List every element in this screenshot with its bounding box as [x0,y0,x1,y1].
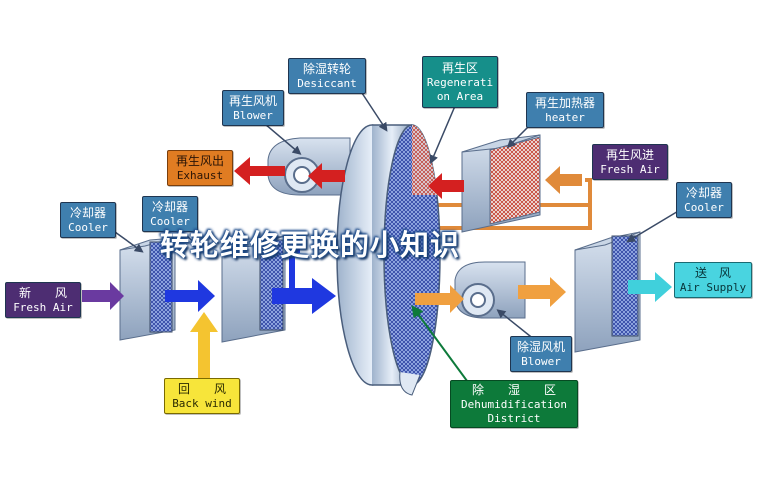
cooler-label-3-en: Cooler [684,200,724,214]
hot-air-arrow [428,173,464,199]
dry-air-arrow-2 [518,277,566,307]
process-air-riser [289,247,300,288]
regeneration-heater-label-en: heater [545,110,585,124]
regeneration-blower-label-cn: 再生风机 [228,93,277,108]
leader-lines [114,89,681,386]
airflow-arrows [82,157,672,378]
dehumidification-blower-label-en: Blower [521,354,561,368]
regeneration-blower-label-en: Blower [233,108,273,122]
regeneration-fresh-air-label: 再生风进 Fresh Air [592,144,668,180]
dry-air-arrow-1 [415,285,464,313]
desiccant-label: 除湿转轮 Desiccant [288,58,366,94]
cooler-unit-3 [574,231,641,353]
cooler-label-2-cn: 冷却器 [151,199,188,214]
regeneration-heater-unit [461,134,541,233]
desiccant-label-cn: 除湿转轮 [302,61,351,76]
fresh-air-label-en: Fresh Air [13,300,73,314]
air-supply-arrow [628,272,672,302]
back-wind-arrow [190,312,218,378]
cooler-unit-2 [221,235,286,343]
regeneration-area-label-en-1: Regenerati [426,75,494,89]
exhaust-arrow [234,157,285,185]
cooler-label-3: 冷却器 Cooler [676,182,732,218]
air-supply-label: 送 风 Air Supply [674,262,752,298]
cooler-label-1-cn: 冷却器 [69,205,106,220]
dehumidification-district-label-en-1: Dehumidification [461,397,567,411]
regeneration-area-label: 再生区 Regenerati on Area [422,56,498,108]
regeneration-exhaust-label-en: Exhaust [176,168,224,182]
cooler-label-2: 冷却器 Cooler [142,196,198,232]
dehumidification-blower-label: 除湿风机 Blower [510,336,572,372]
regeneration-heater-label-cn: 再生加热器 [534,95,595,110]
regeneration-exhaust-label: 再生风出 Exhaust [167,150,233,186]
fresh-air-arrow [82,282,124,310]
fresh-air-label: 新 风 Fresh Air [5,282,81,318]
regeneration-heater-label: 再生加热器 heater [526,92,604,128]
back-wind-label-cn: 回 风 [177,381,226,396]
cooler-label-2-en: Cooler [150,214,190,228]
dehumidification-blower-label-cn: 除湿风机 [516,339,565,354]
page-title-banner: 转轮维修更换的小知识 [160,228,461,262]
cooler-label-3-cn: 冷却器 [685,185,722,200]
process-air-arrow-1 [165,280,215,312]
regeneration-fresh-air-label-en: Fresh Air [600,162,660,176]
regeneration-fresh-air-label-cn: 再生风进 [605,147,654,162]
fresh-air-label-cn: 新 风 [18,285,67,300]
process-air-arrow-2 [272,278,336,314]
dehumidification-district-label: 除 湿 区 Dehumidification District [450,380,578,428]
cooler-label-1: 冷却器 Cooler [60,202,116,238]
back-wind-label: 回 风 Back wind [164,378,240,414]
desiccant-wheel [336,124,441,396]
air-supply-label-en: Air Supply [679,280,747,294]
desiccant-label-en: Desiccant [297,76,357,90]
dehumidification-district-label-en-2: District [487,411,541,425]
cooler-unit-1 [119,237,176,341]
back-wind-label-en: Back wind [172,396,232,410]
regeneration-area-label-cn: 再生区 [441,60,478,75]
regeneration-exhaust-label-cn: 再生风出 [175,153,224,168]
dehumidification-blower-unit [454,261,526,319]
cooler-label-1-en: Cooler [68,220,108,234]
regeneration-blower-label: 再生风机 Blower [222,90,284,126]
dehumidification-district-label-cn: 除 湿 区 [471,382,556,397]
wet-air-arrow [308,163,345,189]
regeneration-air-arrow [545,166,582,194]
regeneration-area-label-en-2: on Area [436,89,484,103]
air-supply-label-cn: 送 风 [694,265,731,280]
